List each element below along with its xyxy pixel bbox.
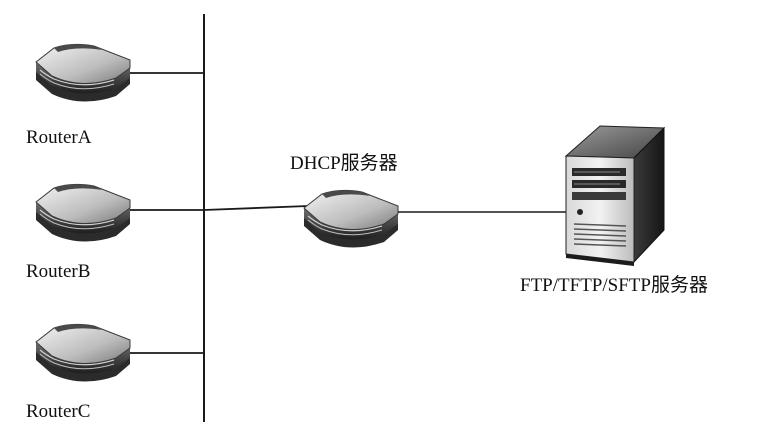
- router-b: [35, 183, 131, 243]
- file-server-label: FTP/TFTP/SFTP服务器: [520, 275, 708, 296]
- router-icon: [35, 323, 131, 383]
- router-c: [35, 323, 131, 383]
- connections: [118, 14, 566, 422]
- router-b-label: RouterB: [26, 261, 91, 282]
- router-a: [35, 43, 131, 103]
- router-a-label: RouterA: [26, 127, 92, 148]
- tower-server-icon: [564, 125, 666, 266]
- router-c-label: RouterC: [26, 401, 91, 422]
- router-icon: [35, 43, 131, 103]
- file-server: [564, 125, 666, 266]
- dhcp-server-label: DHCP服务器: [290, 153, 398, 174]
- router-icon: [303, 189, 399, 249]
- link-dhcp: [203, 205, 309, 211]
- router-icon: [35, 183, 131, 243]
- dhcp-server: [303, 189, 399, 249]
